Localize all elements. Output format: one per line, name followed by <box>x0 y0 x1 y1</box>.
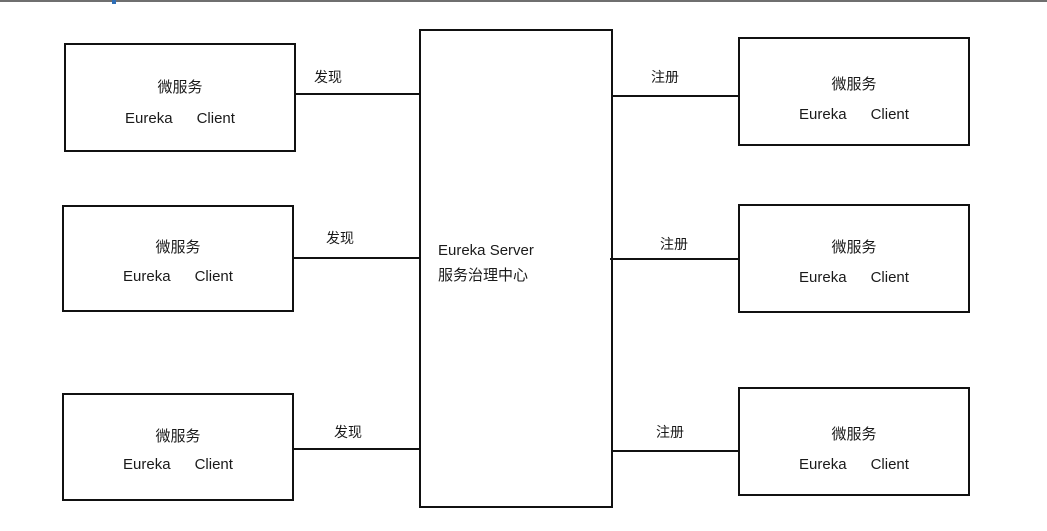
client-title: 微服务 <box>831 426 877 443</box>
client-name: Eureka Client <box>740 268 968 288</box>
client-title: 微服务 <box>155 428 201 445</box>
client-name: Eureka Client <box>64 267 292 287</box>
client-box-left-1: 微服务 Eureka Client <box>64 43 296 152</box>
client-title: 微服务 <box>157 79 203 96</box>
discover-label-2: 发现 <box>326 230 354 246</box>
discover-label-1: 发现 <box>314 69 342 85</box>
register-line-3 <box>613 450 738 452</box>
top-accent-mark <box>112 0 116 4</box>
client-name-eureka: Eureka <box>799 106 847 123</box>
client-name-client: Client <box>870 106 909 123</box>
client-box-right-1: 微服务 Eureka Client <box>738 37 970 146</box>
discover-line-3 <box>294 448 419 450</box>
register-label-2: 注册 <box>660 236 688 252</box>
client-name-client: Client <box>196 110 235 127</box>
client-name: Eureka Client <box>64 455 292 475</box>
client-name: Eureka Client <box>66 109 294 129</box>
client-box-right-2: 微服务 Eureka Client <box>738 204 970 313</box>
client-box-left-3: 微服务 Eureka Client <box>62 393 294 501</box>
client-title: 微服务 <box>831 239 877 256</box>
client-title: 微服务 <box>831 76 877 93</box>
discover-line-2 <box>294 257 419 259</box>
server-title: Eureka Server <box>438 242 534 259</box>
client-box-right-3: 微服务 Eureka Client <box>738 387 970 496</box>
client-name-client: Client <box>870 269 909 286</box>
client-name: Eureka Client <box>740 105 968 125</box>
eureka-server-box: Eureka Server 服务治理中心 <box>419 29 613 508</box>
client-name-eureka: Eureka <box>123 268 171 285</box>
register-line-2 <box>610 258 738 260</box>
discover-label-3: 发现 <box>334 424 362 440</box>
register-label-3: 注册 <box>656 424 684 440</box>
client-title: 微服务 <box>155 239 201 256</box>
client-name: Eureka Client <box>740 455 968 475</box>
register-label-1: 注册 <box>651 69 679 85</box>
server-subtitle: 服务治理中心 <box>438 267 529 284</box>
client-name-eureka: Eureka <box>799 269 847 286</box>
client-name-eureka: Eureka <box>799 456 847 473</box>
discover-line-1 <box>296 93 419 95</box>
client-name-client: Client <box>194 268 233 285</box>
client-name-eureka: Eureka <box>123 456 171 473</box>
register-line-1 <box>613 95 738 97</box>
client-name-client: Client <box>870 456 909 473</box>
client-box-left-2: 微服务 Eureka Client <box>62 205 294 312</box>
top-divider <box>0 0 1047 2</box>
client-name-eureka: Eureka <box>125 110 173 127</box>
client-name-client: Client <box>194 456 233 473</box>
